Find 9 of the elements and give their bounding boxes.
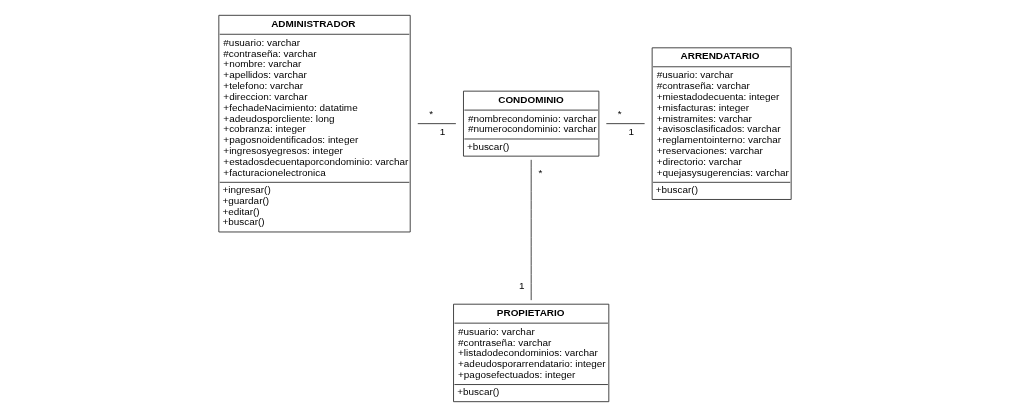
label: 1 xyxy=(439,126,445,138)
label: * xyxy=(617,107,622,119)
connector xyxy=(605,123,645,125)
label: * xyxy=(538,166,542,178)
label: * xyxy=(428,107,433,119)
connector xyxy=(416,123,456,125)
label: 1 xyxy=(628,126,634,138)
label: 1 xyxy=(518,280,525,292)
connector xyxy=(530,159,532,301)
